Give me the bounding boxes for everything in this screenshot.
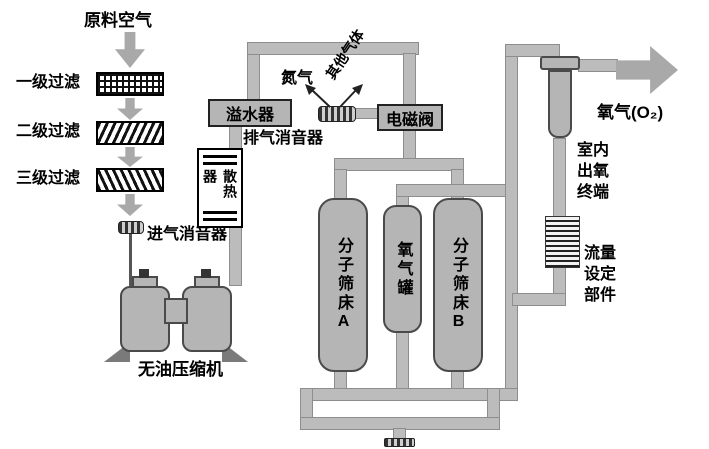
radiator-label: 散热器 — [202, 169, 238, 199]
flow-meter-icon — [545, 216, 580, 268]
flow-setting-label: 流量设定部件 — [584, 245, 617, 304]
compressor-crankcase — [164, 298, 188, 324]
filter-stage-2-icon — [96, 121, 164, 145]
flow-arrow-down-icon — [117, 194, 143, 216]
water-trap-label: 溢水器 — [225, 107, 274, 124]
pipe-segment — [300, 388, 518, 401]
pipe-segment — [229, 125, 242, 150]
pipe-segment — [505, 44, 518, 400]
filter-stage-3-label: 三级过滤 — [16, 170, 81, 187]
outlet-canister-cap — [540, 56, 580, 70]
oxygen-out-arrow-icon — [616, 46, 678, 94]
filter-stage-3-icon — [96, 168, 164, 192]
pipe-segment — [403, 128, 416, 161]
pipe-segment — [512, 293, 566, 306]
sieve-bed-b-vessel: 分子筛床B — [433, 198, 483, 372]
sieve-bed-b-label: 分子筛床B — [450, 237, 467, 333]
compressor-label: 无油压缩机 — [138, 360, 223, 379]
pipe-segment — [578, 59, 618, 72]
sieve-bed-a-vessel: 分子筛床A — [318, 198, 368, 372]
filter-stage-1-icon — [96, 72, 164, 96]
oxygen-out-label: 氧气(O₂) — [597, 103, 664, 122]
compressor-valve-nub — [201, 269, 211, 278]
flow-arrow-down-icon — [117, 98, 143, 120]
flow-arrow-down-icon — [115, 32, 145, 68]
gas-direction-arrows-icon — [305, 84, 363, 108]
flow-arrow-down-icon — [117, 147, 143, 167]
intake-muffler-label: 进气消音器 — [147, 226, 228, 243]
filter-stage-2-label: 二级过滤 — [16, 123, 81, 140]
nitrogen-label: 氮气 — [281, 70, 314, 87]
sieve-bed-a-label: 分子筛床A — [335, 237, 352, 333]
pipe-segment — [247, 42, 419, 55]
outlet-canister-icon — [548, 70, 572, 138]
oxygen-tank-label: 氧气罐 — [394, 240, 412, 298]
raw-air-label: 原料空气 — [84, 11, 152, 30]
exhaust-muffler-label: 排气消音器 — [243, 130, 324, 147]
filter-stage-1-label: 一级过滤 — [16, 74, 81, 91]
pipe-segment — [403, 53, 416, 106]
compressor-cylinder — [182, 286, 232, 352]
exhaust-muffler-icon — [318, 106, 356, 122]
indoor-terminal-label: 室内出氧终端 — [577, 142, 610, 201]
pipe-segment — [396, 184, 518, 197]
radiator-icon: 散热器 — [197, 148, 243, 228]
intake-muffler-stem — [129, 234, 132, 286]
pipe-segment — [505, 44, 560, 57]
oxygen-tank-vessel: 氧气罐 — [383, 205, 422, 333]
pipe-segment — [247, 54, 260, 101]
compressor-cylinder — [120, 286, 170, 352]
intake-muffler-icon — [118, 221, 144, 234]
pipe-segment — [553, 138, 566, 218]
bottom-exhaust-cap-icon — [384, 438, 415, 447]
pipe-segment — [229, 226, 242, 286]
solenoid-valve-label: 电磁阀 — [385, 111, 434, 129]
compressor-valve-nub — [139, 269, 149, 278]
solenoid-valve-box: 电磁阀 — [377, 104, 443, 131]
pipe-segment — [334, 158, 464, 171]
water-trap-box: 溢水器 — [208, 99, 292, 127]
